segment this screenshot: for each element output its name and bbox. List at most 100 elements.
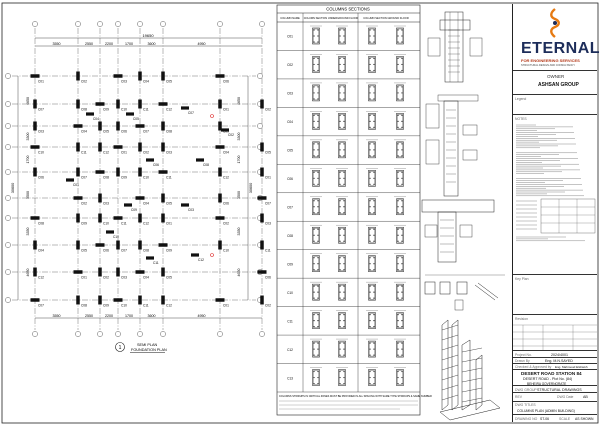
project-name-row: DESERT ROAD STATION 84 DESERT ROAD - Plo… — [513, 369, 597, 386]
rebar-dot — [397, 155, 399, 157]
rebar-dot — [373, 29, 375, 31]
rebar-dot — [369, 206, 371, 208]
column — [95, 170, 105, 174]
drawing-no-row: DRAWING NO ST-06 SCALE AS SHOWN — [513, 414, 597, 422]
column — [33, 167, 37, 177]
grid-bubble-top — [32, 21, 38, 27]
rebar-dot — [401, 370, 403, 373]
column-tag: C11 — [265, 249, 271, 253]
rebar-dot — [397, 285, 399, 287]
rebar-dot — [369, 171, 371, 173]
column-tag: C09 — [131, 208, 137, 212]
drawing-no-label: DRAWING NO — [515, 417, 538, 421]
column-tag: C11 — [143, 304, 149, 308]
grid-bubble-bottom — [137, 331, 143, 337]
rebar-dot — [343, 155, 345, 157]
column — [161, 142, 165, 152]
column-tag: C02 — [228, 133, 234, 137]
rebar-dot — [369, 143, 371, 145]
dim-left-span: 3500 — [26, 191, 30, 199]
rebar-dot — [317, 326, 319, 328]
rebar-dot — [339, 126, 341, 128]
column-tag: C03 — [103, 202, 109, 206]
column-tag: C03 — [38, 130, 44, 134]
column — [260, 99, 264, 109]
rebar-dot — [313, 57, 315, 60]
rebar-dot — [343, 98, 345, 100]
rebar-dot — [373, 263, 375, 265]
rebar-dot — [339, 69, 341, 72]
column-tag: C11 — [81, 151, 87, 155]
column — [30, 145, 40, 149]
column-tag: C08 — [166, 130, 172, 134]
rebar-dot — [397, 98, 399, 100]
schedule-row-name: C03 — [287, 92, 293, 96]
rebar-dot — [313, 370, 315, 373]
rebar-dot — [369, 269, 371, 271]
column-tag: C03 — [121, 80, 127, 84]
rebar-dot — [401, 234, 403, 236]
rebar-dot — [317, 320, 319, 322]
rebar-dot — [317, 69, 319, 72]
rebar-dot — [397, 206, 399, 208]
rebar-dot — [313, 155, 315, 157]
column-tag: C01 — [265, 176, 271, 180]
grid-bubble-bottom — [217, 331, 223, 337]
rebar-dot — [397, 382, 399, 385]
column — [215, 298, 225, 302]
drawn-by-value: Eng. M.N.SAYED — [545, 359, 573, 363]
column — [30, 74, 40, 78]
rebar-dot — [339, 297, 341, 299]
rebar-dot — [401, 177, 403, 179]
schedule-header-ground: COLUMN SECTION GROUND FLOOR — [363, 16, 409, 20]
rebar-dot — [373, 314, 375, 316]
schedule-title: COLUMNS SECTIONS — [326, 7, 370, 12]
grid-bubble-top — [160, 21, 166, 27]
column — [138, 295, 142, 305]
rebar-dot — [369, 120, 371, 122]
column-section — [396, 27, 404, 45]
revision-table — [513, 324, 597, 351]
column-section — [338, 113, 346, 130]
rebar-dot — [373, 120, 375, 122]
column-tag: C02 — [81, 202, 87, 206]
column — [146, 256, 154, 260]
rebar-dot — [339, 92, 341, 94]
rebar-dot — [339, 348, 341, 350]
column — [135, 270, 145, 274]
column — [215, 216, 225, 220]
column-tag: C08 — [203, 163, 209, 167]
rebar-dot — [339, 98, 341, 100]
rebar-dot — [373, 326, 375, 328]
rebar-dot — [343, 183, 345, 185]
column-dowel-detail — [427, 11, 483, 83]
rebar-dot — [397, 114, 399, 116]
project-name: DESERT ROAD STATION 84 — [521, 371, 582, 376]
column — [113, 216, 123, 220]
schedule-row-name: C01 — [287, 35, 293, 39]
stirrup-shape-details — [424, 274, 505, 311]
rebar-dot — [339, 143, 341, 145]
column-section — [368, 113, 376, 130]
rebar-dot — [343, 86, 345, 88]
notes-section: NOTES — [513, 114, 597, 274]
column — [135, 124, 145, 128]
rebar-dot — [317, 92, 319, 94]
drawing-no-value: ST-06 — [540, 417, 550, 421]
rebar-dot — [369, 155, 371, 157]
rebar-dot — [369, 354, 371, 356]
rebar-dot — [317, 35, 319, 37]
column-section — [396, 84, 404, 102]
project-location-2: BEHEIRA GOVERNORATE — [527, 381, 567, 386]
column — [257, 270, 267, 274]
column-tag: C11 — [121, 222, 127, 226]
drawn-by-row: Drawn By Eng. M.N.SAYED — [513, 357, 597, 363]
rebar-dot — [317, 29, 319, 31]
column-tag: C08 — [103, 176, 109, 180]
rebar-dot — [313, 183, 315, 185]
dwg-title-value: COLUMNS PLAN (ADMIN BUILDING) — [517, 408, 575, 413]
rebar-dot — [343, 285, 345, 287]
rebar-dot — [397, 29, 399, 31]
rebar-dot — [401, 69, 403, 72]
